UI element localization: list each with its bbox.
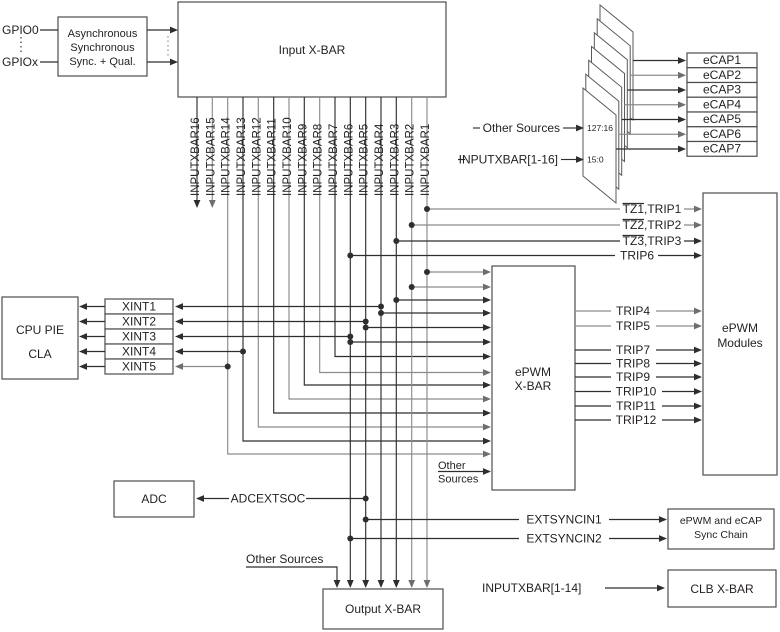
xint4-label: XINT4 [122,345,156,359]
line-inputxbar14 [227,97,483,455]
line-inputxbar8 [319,97,483,374]
signal-inputxbar13: INPUTXBAR13 [236,117,248,196]
inputxbar-1-14-label: INPUTXBAR[1-14] [482,581,581,595]
arrowheads-left-gray [175,363,183,370]
tz1-trip1-label: TZ1,TRIP1 [623,202,682,216]
epwm-xbar-block [491,265,576,491]
mux-inputxbar-1-16-label: INPUTXBAR[1-16] [459,153,558,167]
async-sync-qual-block [57,16,148,77]
clb-xbar-block [667,569,777,608]
signal-inputxbar5: INPUTXBAR5 [359,124,371,196]
async-block-line1: Asynchronous [68,28,138,40]
cpu-title-line1: CPU PIE [16,323,64,337]
input-xbar-block [177,1,447,98]
mux-card-7 [582,86,617,205]
line-inputxbar9 [303,97,483,386]
gpiox-label: GPIOx [2,55,38,69]
epwm-modules-title-line1: ePWM [722,321,758,335]
trip11-label: TRIP11 [616,399,656,413]
arrowheads-down-dark [193,200,400,588]
output-xbar-block [322,588,444,630]
line-inputxbar13 [242,97,483,442]
signal-inputxbar9: INPUTXBAR9 [297,124,309,196]
output-other-sources-label: Other Sources [246,552,323,566]
sync-chain-block [667,508,775,550]
async-block-line3: Sync. + Qual. [69,56,135,68]
sync-chain-title-line2: Sync Chain [694,529,748,541]
line-inputxbar10 [288,97,483,400]
epwm-modules-title-line2: Modules [717,336,762,350]
tz3-trip3-label: TZ3,TRIP3 [623,234,682,248]
mux-range-high: 127:16 [587,123,613,133]
epwm-modules-block [702,192,778,476]
sync-chain-title-line1: ePWM and eCAP [680,515,762,527]
trip9-label: TRIP9 [616,370,650,384]
wire-other-sources-output [246,566,338,580]
line-inputxbar12 [257,97,483,428]
input-xbar-title: Input X-BAR [279,43,346,57]
signal-inputxbar1: INPUTXBAR1 [420,124,432,196]
trip7-label: TRIP7 [616,343,650,357]
epwm-other-sources-line1: Other [438,460,466,472]
label-backgrounds [229,203,684,545]
epwm-xbar-title-line2: X-BAR [515,379,552,393]
xint1-label: XINT1 [122,300,156,314]
signal-inputxbar16: INPUTXBAR16 [190,117,202,196]
signal-inputxbar10: INPUTXBAR10 [282,117,294,196]
ecap7-block [686,140,758,157]
signal-inputxbar4: INPUTXBAR4 [374,123,386,196]
trip4-label: TRIP4 [616,304,650,318]
ecap5-label: eCAP5 [703,112,741,126]
ecap1-label: eCAP1 [703,53,741,67]
signal-inputxbar12: INPUTXBAR12 [251,117,263,196]
epwm-other-sources-line2: Sources [438,474,479,486]
extsyncin2-label: EXTSYNCIN2 [526,532,602,546]
xint5-label: XINT5 [122,360,156,374]
xint2-label: XINT2 [122,315,156,329]
clb-xbar-title: CLB X-BAR [690,582,754,596]
signal-inputxbar15: INPUTXBAR15 [205,117,217,196]
ecap-mux-stack [582,3,634,205]
async-block-line2: Synchronous [70,42,135,54]
tz2-trip2-label: TZ2,TRIP2 [623,218,682,232]
signal-inputxbar2: INPUTXBAR2 [405,124,417,196]
ecap2-label: eCAP2 [703,68,741,82]
trip6-label: TRIP6 [620,249,654,263]
signal-inputxbar6: INPUTXBAR6 [343,124,355,196]
junction-dots [224,206,430,542]
extsyncin1-label: EXTSYNCIN1 [526,513,602,527]
cpu-pie-cla-block [1,296,79,380]
mux-range-low: 15:0 [587,155,604,165]
ecap3-label: eCAP3 [703,83,741,97]
ecap6-label: eCAP6 [703,127,741,141]
signal-inputxbar8: INPUTXBAR8 [313,124,325,196]
line-inputxbar7 [334,97,483,358]
ecap7-label: eCAP7 [703,142,741,156]
signal-inputxbar11: INPUTXBAR11 [267,118,279,196]
line-inputxbar11 [273,97,483,414]
adc-block [113,480,195,518]
ecap4-label: eCAP4 [703,97,741,111]
arrowheads [79,26,702,592]
cpu-title-line2: CLA [28,347,51,361]
labels: GPIO0 GPIOx Asynchronous Synchronous Syn… [2,23,763,616]
trip8-label: TRIP8 [616,357,650,371]
gpio0-label: GPIO0 [2,23,39,37]
trip5-label: TRIP5 [616,319,650,333]
adcextsoc-label: ADCEXTSOC [231,492,306,506]
signal-inputxbar7: INPUTXBAR7 [328,124,340,196]
epwm-xbar-title-line1: ePWM [515,365,551,379]
signal-inputxbar14: INPUTXBAR14 [221,117,233,196]
trip12-label: TRIP12 [616,413,657,427]
signal-inputxbar3: INPUTXBAR3 [389,124,401,196]
output-xbar-title: Output X-BAR [345,602,421,616]
mux-other-sources-label: Other Sources [483,121,560,135]
trip10-label: TRIP10 [616,385,657,399]
adc-title: ADC [141,492,167,506]
xint3-label: XINT3 [122,330,156,344]
